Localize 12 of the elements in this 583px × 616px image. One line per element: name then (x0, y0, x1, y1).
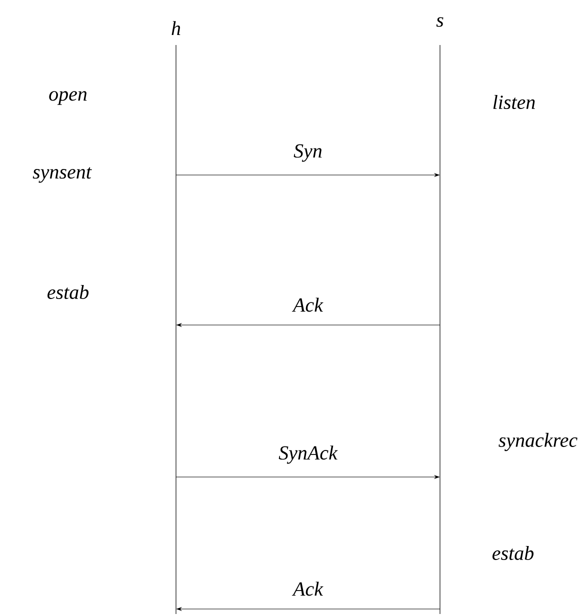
state-label: listen (493, 94, 535, 110)
edge-label: Ack (292, 580, 324, 597)
state-label: open (49, 91, 87, 105)
state-label: synackrec (498, 432, 578, 452)
edge-label: SynAck (278, 444, 338, 465)
state-label: synsent (32, 167, 92, 183)
state-label: estab (492, 546, 534, 560)
edge-label: Ack (292, 296, 324, 313)
lifeline: s (436, 17, 444, 614)
edge-label: Syn (292, 143, 324, 163)
lifeline: h (172, 21, 180, 614)
state-label: estab (48, 284, 88, 300)
